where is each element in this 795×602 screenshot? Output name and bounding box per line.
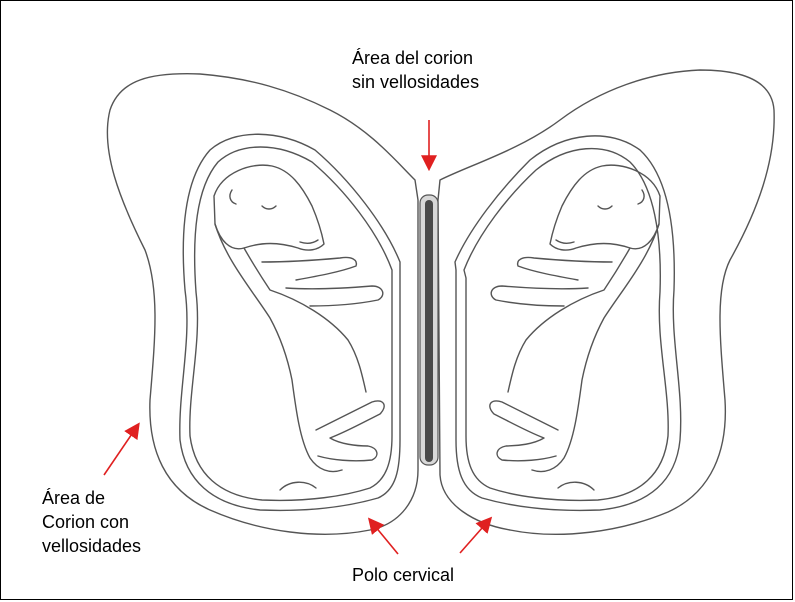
right-fetus-mouth	[556, 240, 574, 243]
right-inner-outline	[464, 149, 668, 501]
arrow-corion-con	[104, 425, 138, 475]
right-chorion-outline	[438, 70, 774, 534]
left-fetus-head	[214, 165, 324, 250]
label-polo-cervical: Polo cervical	[352, 563, 454, 587]
left-fetus-eye	[262, 206, 276, 209]
left-fetus-mouth	[300, 240, 318, 243]
right-fetus-belly	[508, 248, 630, 392]
right-fetus-tail	[558, 482, 594, 490]
right-fetus-ear	[638, 190, 644, 204]
left-fetus-foreleg-1	[262, 257, 356, 280]
label-corion-con-line3: vellosidades	[42, 534, 182, 558]
right-fetus-foreleg-1	[518, 257, 612, 280]
arrow-polo-right	[460, 519, 490, 553]
central-divider	[420, 195, 438, 465]
right-amnion-outline	[455, 136, 681, 511]
left-fetus-hindleg	[316, 401, 384, 461]
label-corion-sin-line2: sin vellosidades	[352, 70, 522, 94]
left-fetus-belly	[244, 248, 366, 392]
right-fetus-eye	[598, 206, 612, 209]
right-fetus-head	[550, 165, 660, 250]
left-chorion-outline	[107, 74, 418, 535]
left-amnion-outline	[180, 134, 400, 510]
left-fetus-tail	[280, 482, 316, 490]
left-fetus-ear	[230, 190, 236, 204]
label-corion-con-vellosidades: Área de Corion con vellosidades	[42, 486, 182, 558]
right-fetus-hindleg	[490, 401, 558, 461]
label-corion-con-line2: Corion con	[42, 510, 182, 534]
label-corion-con-line1: Área de	[42, 486, 182, 510]
label-corion-sin-vellosidades: Área del corion sin vellosidades	[352, 46, 522, 94]
label-corion-sin-line1: Área del corion	[352, 46, 522, 70]
